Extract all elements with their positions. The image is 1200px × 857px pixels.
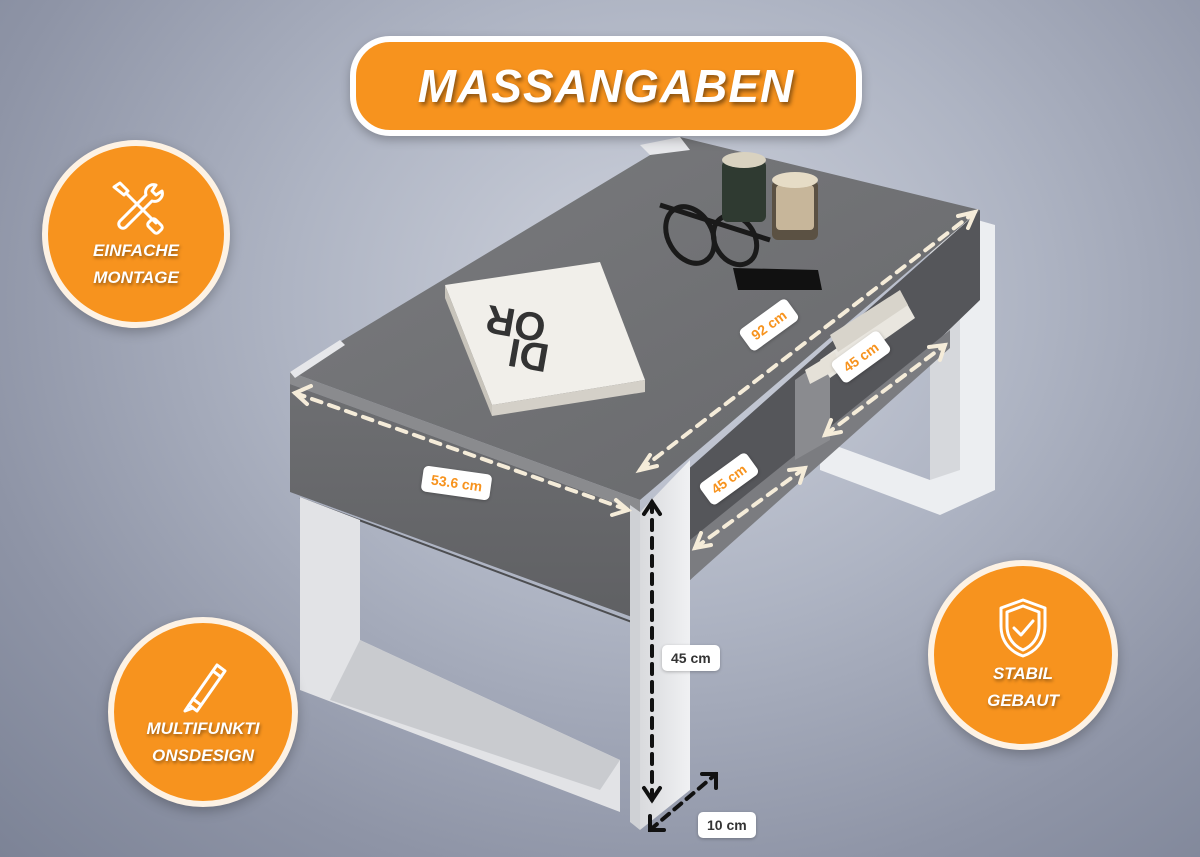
phone-on-table [733, 268, 822, 290]
badge-stable-build: STABIL GEBAUT [928, 560, 1118, 750]
dimension-height-label: 45 cm [662, 645, 720, 671]
table-top-edge [290, 372, 640, 512]
badge-stable-line2: GEBAUT [987, 691, 1059, 710]
badge-stable-line1: STABIL [992, 664, 1054, 683]
shield-check-icon [999, 598, 1047, 658]
dimension-arrows [291, 209, 979, 832]
glasses-on-table [659, 202, 771, 268]
badge-multifunction-line2: ONSDESIGN [151, 746, 255, 765]
tools-icon [112, 181, 164, 235]
badge-multifunction-line1: MULTIFUNKTI [146, 719, 260, 738]
svg-text:OR: OR [482, 296, 549, 350]
pencil-icon [183, 663, 227, 713]
svg-text:DI: DI [505, 329, 552, 379]
table-front-left-leg [300, 497, 620, 812]
dimension-leg-thickness-label: 10 cm [698, 812, 756, 838]
candles-on-table [722, 152, 818, 240]
title-banner: MASSANGABEN [350, 36, 862, 136]
page-title: MASSANGABEN [417, 60, 795, 112]
badge-easy-assembly-line1: EINFACHE [93, 241, 179, 260]
book-on-table: OR DI [445, 262, 645, 416]
badge-multifunction-design: MULTIFUNKTI ONSDESIGN [108, 617, 298, 807]
badge-easy-assembly: EINFACHE MONTAGE [42, 140, 230, 328]
badge-easy-assembly-line2: MONTAGE [93, 268, 179, 287]
table-front-face [290, 384, 640, 620]
